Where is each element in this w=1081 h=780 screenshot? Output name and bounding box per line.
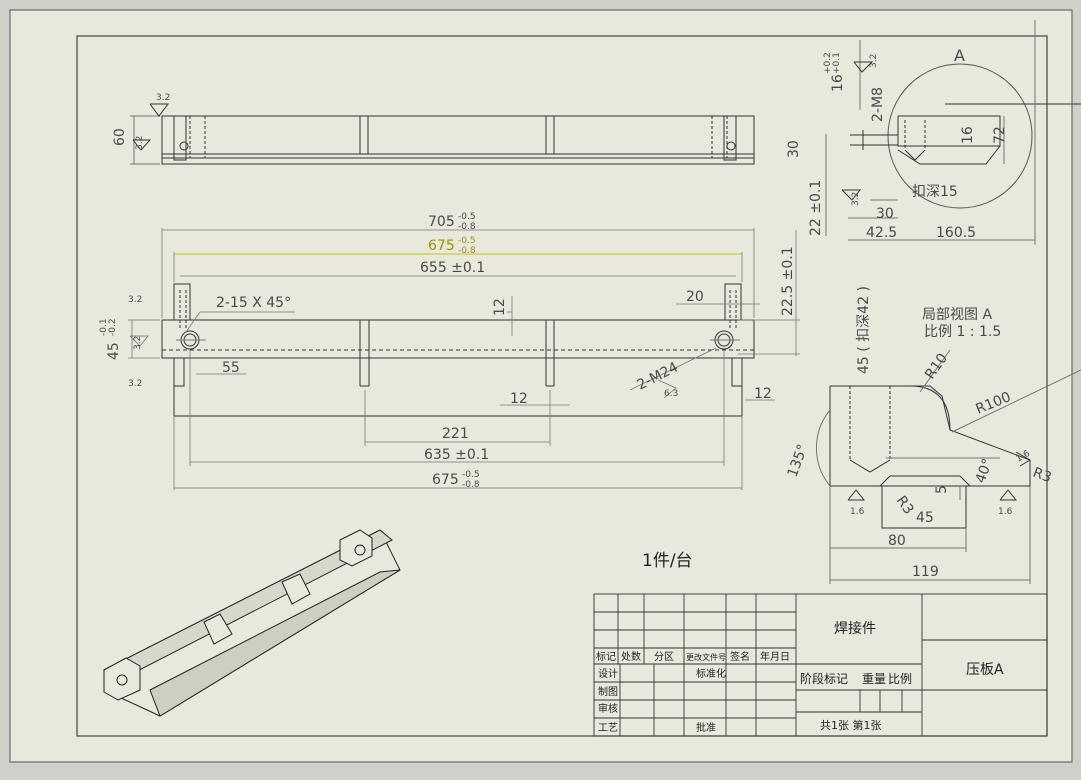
roughness-side-1: 3.2 [869, 54, 879, 68]
isometric-view [103, 529, 401, 717]
dim-705-tol-up: -0.5 [458, 212, 476, 222]
radius-r3-right: R3 [1031, 465, 1054, 486]
tap-depth-15: 扣深15 [912, 184, 958, 200]
tb-header-date: 年月日 [760, 650, 790, 663]
top-view [130, 103, 755, 165]
roughness-detail-2: 1.6 [998, 507, 1013, 517]
tb-standard: 标准化 [696, 667, 726, 680]
roughness-side-2: 3.2 [851, 192, 861, 206]
side-view [825, 20, 1081, 245]
dim-635: 635 ±0.1 [424, 447, 489, 463]
tb-part-name: 压板A [966, 662, 1004, 678]
angle-40: 40° [973, 457, 997, 486]
dim-12-rib: 12 [510, 391, 528, 407]
roughness-front-3: 3.2 [128, 379, 142, 389]
dim-705: 705 [428, 214, 455, 230]
roughness-front-2: 3.2 [133, 336, 143, 350]
tb-header-change-doc: 更改文件号 [686, 652, 726, 662]
dim-60: 60 [112, 128, 128, 146]
section-label-a: A [954, 46, 965, 65]
tb-review: 审核 [598, 702, 618, 715]
tb-sheets: 共1张 第1张 [820, 718, 882, 732]
dim-5: 5 [934, 485, 950, 494]
dim-45-tol-dn: -0.2 [108, 318, 118, 336]
tb-drawn: 制图 [598, 685, 618, 698]
detail-title: 局部视图 A [922, 307, 992, 323]
dim-675-bottom: 675 [432, 472, 459, 488]
dim-12-top: 12 [492, 298, 508, 316]
dim-119: 119 [912, 564, 939, 580]
dim-22-5: 22.5 ±0.1 [780, 246, 796, 316]
tap-depth-42: 45 ( 扣深42 ) [856, 286, 872, 374]
tb-weight: 重量 [862, 672, 886, 686]
dim-22: 22 ±0.1 [808, 180, 824, 236]
dim-45-tol-up: -0.1 [99, 318, 109, 336]
dim-12-right: 12 [754, 386, 772, 402]
dim-16-small: 16 [960, 126, 976, 144]
detail-scale: 比例 1 : 1.5 [924, 324, 1001, 340]
roughness-detail-1: 1.6 [850, 507, 865, 517]
dim-675-top-tol-up: -0.5 [458, 236, 476, 246]
thread-m8: 2-M8 [870, 87, 886, 122]
dim-675-bottom-tol-dn: -0.8 [462, 480, 480, 490]
dim-45-left: 45 [106, 342, 122, 360]
tb-approve: 批准 [696, 721, 716, 734]
dim-55: 55 [222, 360, 240, 376]
tb-header-zone: 分区 [654, 651, 674, 663]
tb-header-count: 处数 [621, 650, 641, 663]
tb-header-mark: 标记 [596, 651, 616, 663]
detail-view [816, 349, 1081, 584]
tb-scale: 比例 [888, 672, 912, 686]
roughness-front-1: 3.2 [128, 295, 142, 305]
tb-stage-mark: 阶段标记 [800, 671, 848, 686]
quantity-note: 1件/台 [642, 551, 693, 571]
tb-header-sign: 签名 [730, 650, 750, 663]
tb-process: 工艺 [598, 722, 618, 734]
tb-design: 设计 [598, 667, 618, 680]
tb-part-type: 焊接件 [834, 620, 876, 637]
dim-160-5: 160.5 [936, 225, 976, 241]
dim-675-top-tol-dn: -0.8 [458, 246, 476, 256]
title-block-grid [593, 593, 1048, 737]
dim-20: 20 [686, 289, 704, 305]
dim-45-detail: 45 [916, 510, 934, 526]
dim-16-tol-dn: +0.1 [832, 52, 842, 74]
dim-705-tol-dn: -0.8 [458, 222, 476, 232]
roughness-63: 6.3 [664, 389, 678, 399]
roughness-top-1: 3.2 [156, 93, 170, 103]
dim-72: 72 [992, 126, 1008, 144]
dim-42-5: 42.5 [866, 225, 897, 241]
front-view [161, 283, 755, 417]
dim-16-tol-up: +0.2 [823, 52, 833, 74]
dim-16: 16 [830, 74, 846, 92]
dim-655: 655 ±0.1 [420, 260, 485, 276]
dim-675-bottom-tol-up: -0.5 [462, 470, 480, 480]
dim-675-top: 675 [428, 238, 455, 254]
roughness-top-2: 3.2 [135, 136, 145, 150]
dim-30-horizontal: 30 [876, 206, 894, 222]
dim-80: 80 [888, 533, 906, 549]
chamfer-note: 2-15 X 45° [216, 295, 291, 311]
front-dimensions [128, 228, 800, 490]
dim-221: 221 [442, 426, 469, 442]
dim-30-vertical: 30 [786, 140, 802, 158]
